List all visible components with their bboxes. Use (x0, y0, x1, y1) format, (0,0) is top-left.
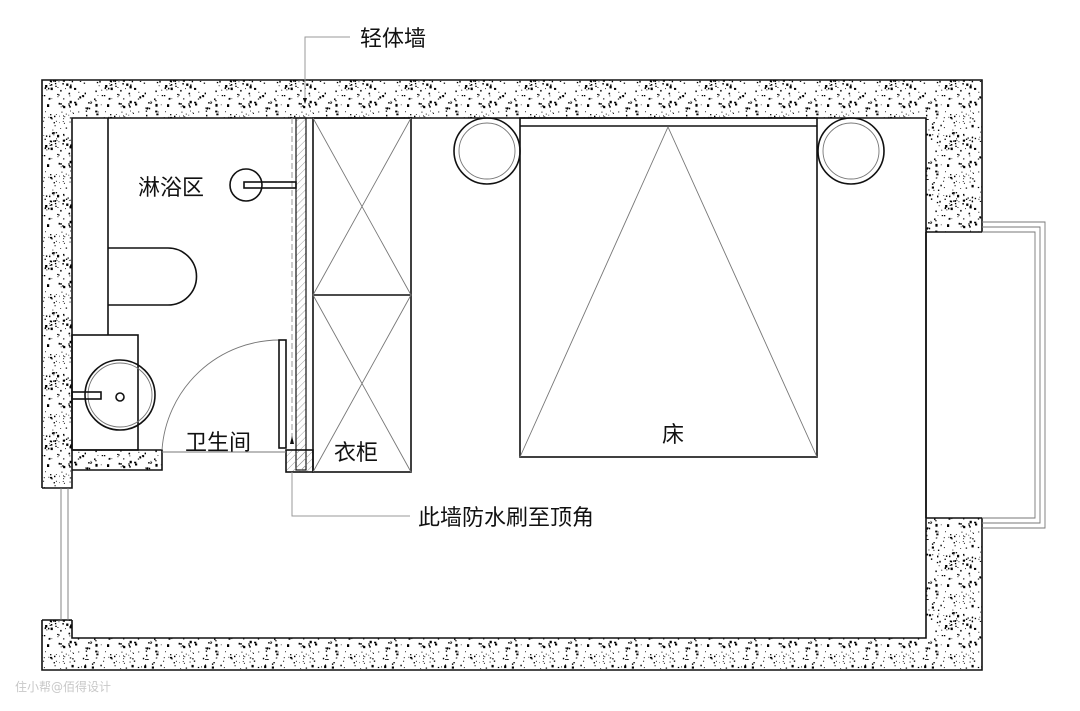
label-bathroom: 卫生间 (185, 431, 251, 456)
right-window (982, 221, 1046, 529)
leader-waterproof (291, 472, 410, 517)
watermark: 住小帮@佰得设计 (15, 679, 111, 694)
label-wardrobe: 衣柜 (334, 441, 378, 466)
label-waterproof-note: 此墙防水刷至顶角 (418, 506, 594, 531)
wall-outlines (41, 79, 983, 671)
bathroom-door (161, 339, 287, 453)
wall-stub (285, 449, 314, 473)
nightstand-right (817, 117, 885, 185)
light-partition-wall (295, 117, 307, 471)
arrow-icon (290, 436, 294, 444)
wardrobe (312, 117, 412, 473)
vanity-sink (71, 334, 156, 451)
label-bed: 床 (662, 423, 684, 448)
toilet (108, 247, 198, 306)
label-shower-area: 淋浴区 (138, 176, 204, 201)
exterior-walls (42, 80, 982, 670)
label-light-wall: 轻体墙 (360, 27, 426, 52)
shower-head (229, 168, 297, 202)
bed (519, 117, 818, 458)
leader-light-wall (304, 36, 350, 100)
nightstand-left (453, 117, 521, 185)
arrow-icon (303, 98, 307, 104)
left-window (60, 488, 69, 620)
